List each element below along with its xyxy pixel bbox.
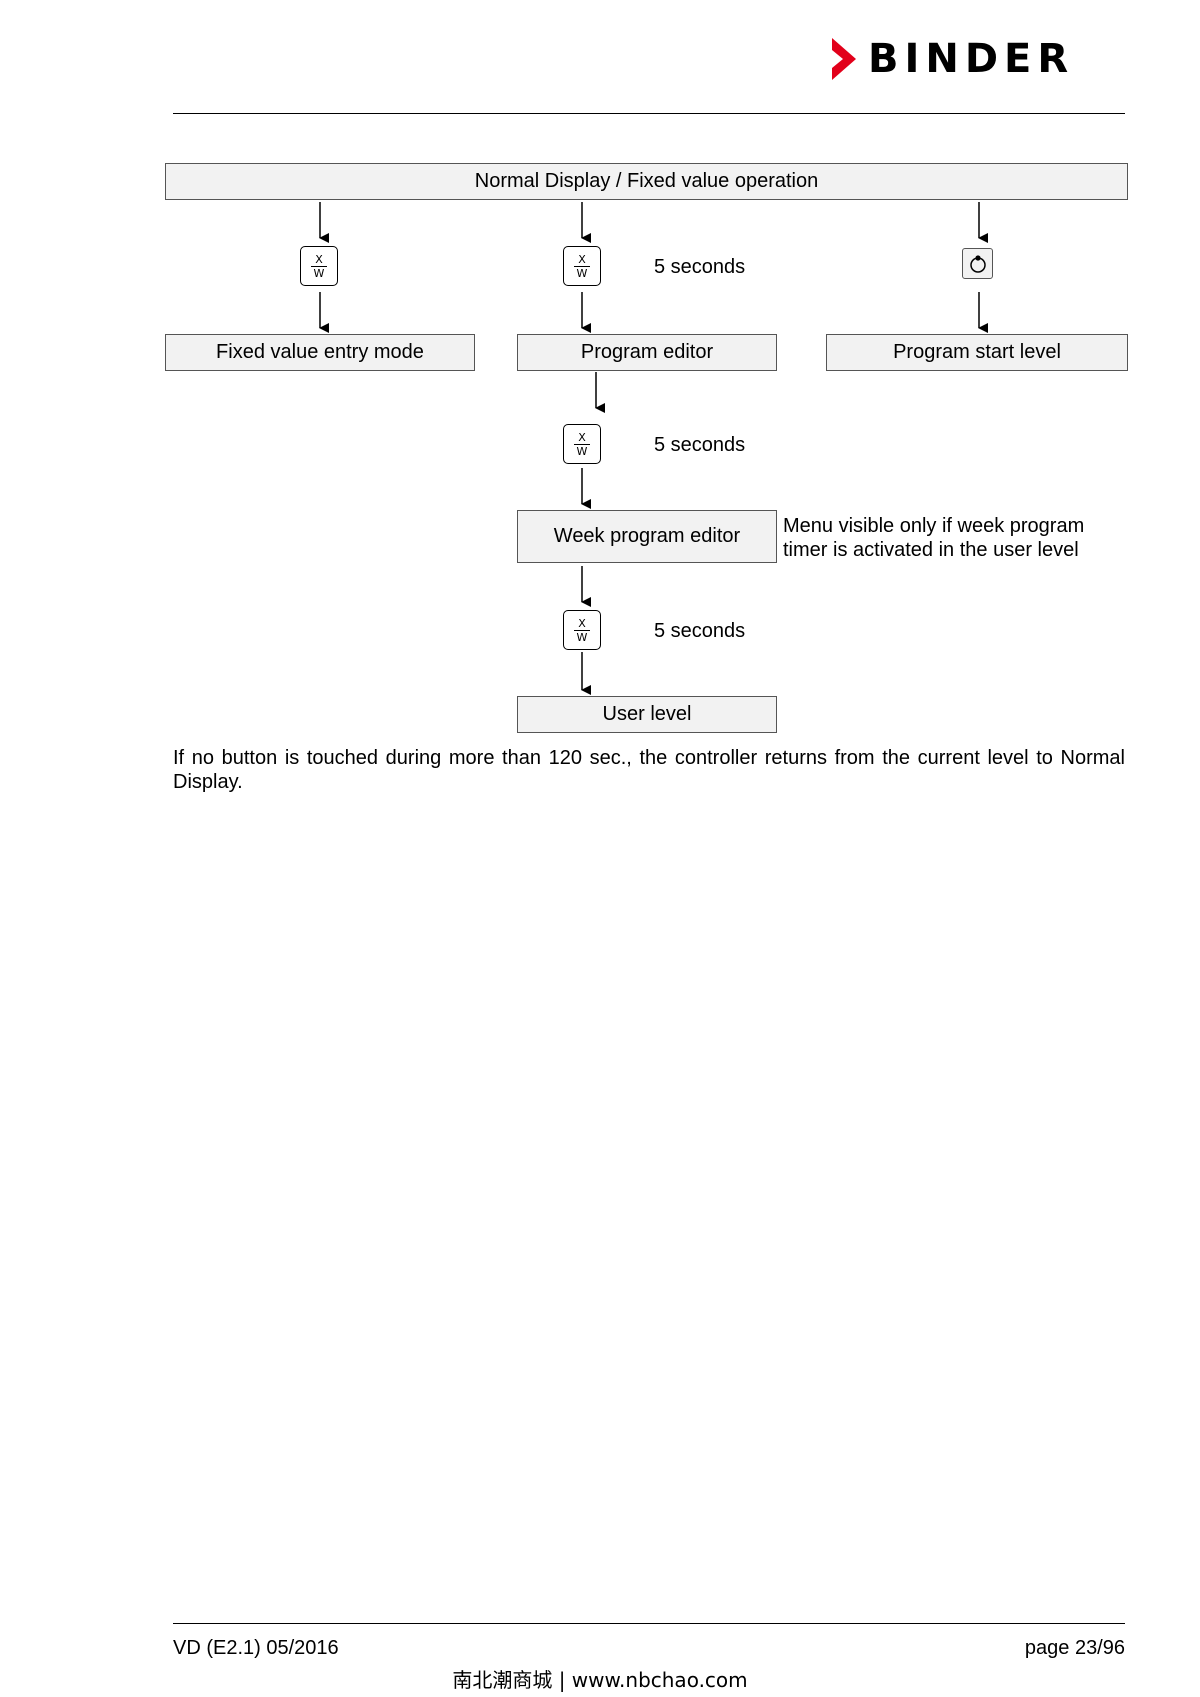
- logo-text: BINDER: [868, 36, 1075, 82]
- program-start-icon: [962, 248, 993, 279]
- delay-label: 5 seconds: [654, 434, 746, 456]
- footer-version: VD (E2.1) 05/2016: [173, 1637, 339, 1659]
- flow-arrows: [319, 202, 988, 695]
- box-normal-display: Normal Display / Fixed value operation: [165, 163, 1128, 200]
- binder-logo-icon: [832, 38, 856, 80]
- box-week-program-editor: Week program editor: [517, 510, 777, 563]
- timeout-paragraph: If no button is touched during more than…: [173, 747, 1125, 793]
- week-note: Menu visible only if week program timer …: [783, 515, 1085, 561]
- box-program-start-level: Program start level: [826, 334, 1128, 371]
- footer-rule: [173, 1623, 1125, 1624]
- binder-logo: BINDER: [830, 38, 1074, 80]
- box-program-editor: Program editor: [517, 334, 777, 371]
- box-user-level: User level: [517, 696, 777, 733]
- delay-label: 5 seconds: [654, 256, 746, 278]
- header-rule: [173, 113, 1125, 114]
- watermark: 南北潮商城 | www.nbchao.com: [452, 1668, 748, 1692]
- delay-label: 5 seconds: [654, 620, 746, 642]
- footer-page-number: page 23/96: [1024, 1637, 1125, 1659]
- box-fixed-value-entry: Fixed value entry mode: [165, 334, 475, 371]
